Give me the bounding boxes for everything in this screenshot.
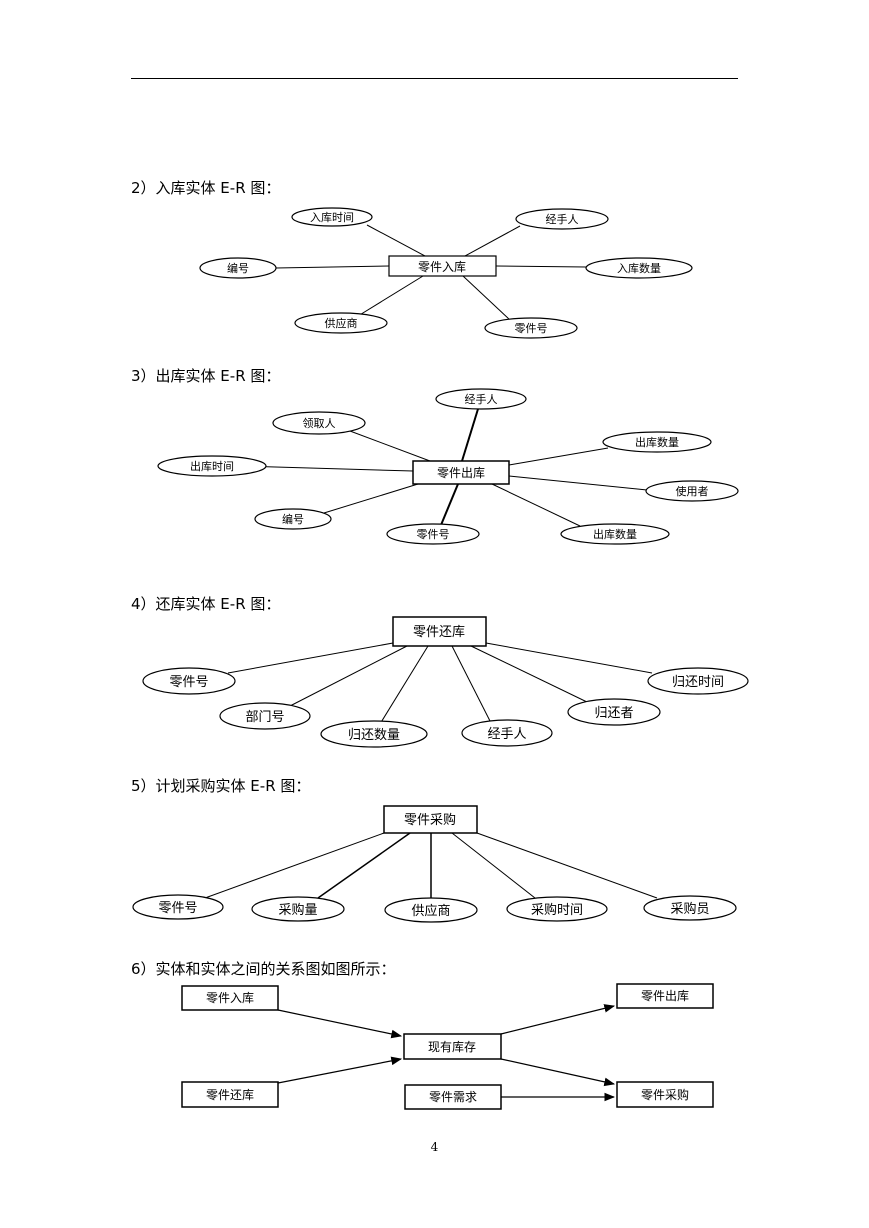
attribute-label: 经手人 xyxy=(546,212,579,226)
attribute-ellipse xyxy=(386,523,480,545)
attribute-ellipse xyxy=(251,896,345,922)
entity-label: 零件采购 xyxy=(404,812,456,828)
attribute-ellipse xyxy=(515,208,609,230)
relation-node-demand xyxy=(404,1084,502,1110)
relation-node-label: 零件入库 xyxy=(206,990,254,1005)
relation-node-label: 零件还库 xyxy=(206,1087,254,1102)
attribute-label: 出库数量 xyxy=(635,435,679,449)
relation-node-return xyxy=(181,1081,279,1108)
relation-node-outbound xyxy=(616,983,714,1009)
attribute-label: 采购员 xyxy=(670,901,709,917)
attribute-ellipse xyxy=(647,667,749,695)
attribute-label: 出库时间 xyxy=(190,459,234,473)
er-diagram-inbound: 零件入库 入库时间 经手人 编号 入库数量 供应商 零件号 xyxy=(199,207,693,339)
attribute-ellipse xyxy=(435,388,527,410)
er-diagram-return: 零件还库 零件号 归还时间 部门号 归还者 归还数量 经手人 xyxy=(142,616,749,748)
attribute-label: 零件号 xyxy=(158,901,197,916)
er-diagram-outbound: 零件出库 经手人 领取人 出库数量 出库时间 使用者 编号 零件号 出库数量 xyxy=(157,388,739,545)
attribute-label: 零件号 xyxy=(417,528,450,541)
attribute-label: 零件号 xyxy=(515,322,548,335)
entity-box xyxy=(392,616,487,647)
heading-section-6: 6）实体和实体之间的关系图如图所示： xyxy=(131,960,396,978)
attribute-ellipse xyxy=(645,480,739,502)
heading-section-5: 5）计划采购实体 E-R 图： xyxy=(131,777,311,795)
attribute-ellipse xyxy=(142,667,236,695)
attribute-label: 归还时间 xyxy=(672,675,724,690)
attribute-label: 出库数量 xyxy=(593,527,637,541)
attribute-label: 采购时间 xyxy=(531,902,583,918)
attribute-ellipse xyxy=(643,895,737,921)
attribute-ellipse xyxy=(199,257,277,279)
attribute-label: 部门号 xyxy=(245,710,284,725)
attribute-label: 使用者 xyxy=(676,485,709,498)
attribute-label: 编号 xyxy=(227,261,249,275)
entity-box xyxy=(383,805,478,834)
relation-node-purchase xyxy=(616,1081,714,1108)
attribute-ellipse xyxy=(602,431,712,453)
relation-node-label: 零件需求 xyxy=(429,1090,477,1104)
attribute-ellipse xyxy=(294,312,388,334)
relation-node-stock xyxy=(403,1033,502,1060)
relation-node-label: 零件采购 xyxy=(641,1087,689,1102)
heading-section-3: 3）出库实体 E-R 图： xyxy=(131,367,281,385)
attribute-label: 经手人 xyxy=(465,392,498,406)
relation-node-label: 零件出库 xyxy=(641,988,689,1003)
attribute-label: 经手人 xyxy=(487,727,526,742)
attribute-ellipse xyxy=(461,719,553,747)
attribute-label: 归还数量 xyxy=(348,728,400,743)
attribute-ellipse xyxy=(560,523,670,545)
attribute-ellipse xyxy=(272,411,366,435)
relation-node-label: 现有库存 xyxy=(428,1039,476,1054)
attribute-ellipse xyxy=(219,702,311,730)
entity-box xyxy=(388,255,497,277)
attribute-label: 零件号 xyxy=(169,675,208,690)
attribute-label: 供应商 xyxy=(411,903,450,919)
attribute-ellipse xyxy=(567,698,661,726)
attribute-label: 归还者 xyxy=(594,706,633,721)
attribute-label: 供应商 xyxy=(325,316,358,330)
relationship-diagram: 零件入库 零件出库 现有库存 零件还库 零件需求 零件采购 xyxy=(181,983,714,1110)
attribute-label: 编号 xyxy=(282,512,304,526)
header-rule xyxy=(131,78,738,79)
attribute-ellipse xyxy=(320,720,428,748)
heading-section-2: 2）入库实体 E-R 图： xyxy=(131,179,281,197)
attribute-label: 采购量 xyxy=(278,902,317,918)
attribute-ellipse xyxy=(585,257,693,279)
entity-label: 零件还库 xyxy=(413,624,465,640)
attribute-ellipse xyxy=(132,894,224,920)
attribute-ellipse xyxy=(384,897,478,923)
entity-label: 零件出库 xyxy=(437,465,485,480)
attribute-ellipse xyxy=(157,455,267,477)
er-diagram-purchase: 零件采购 零件号 采购量 供应商 采购时间 采购员 xyxy=(132,805,737,923)
attribute-label: 入库数量 xyxy=(617,262,661,275)
page-number: 4 xyxy=(430,1140,439,1154)
entity-box xyxy=(412,460,510,485)
attribute-ellipse xyxy=(291,207,373,227)
attribute-ellipse xyxy=(506,896,608,922)
attribute-ellipse xyxy=(254,508,332,530)
entity-label: 零件入库 xyxy=(418,259,466,274)
attribute-label: 入库时间 xyxy=(310,211,354,224)
attribute-ellipse xyxy=(484,317,578,339)
relation-node-inbound xyxy=(181,985,279,1011)
attribute-label: 领取人 xyxy=(303,417,336,430)
heading-section-4: 4）还库实体 E-R 图： xyxy=(131,595,281,613)
